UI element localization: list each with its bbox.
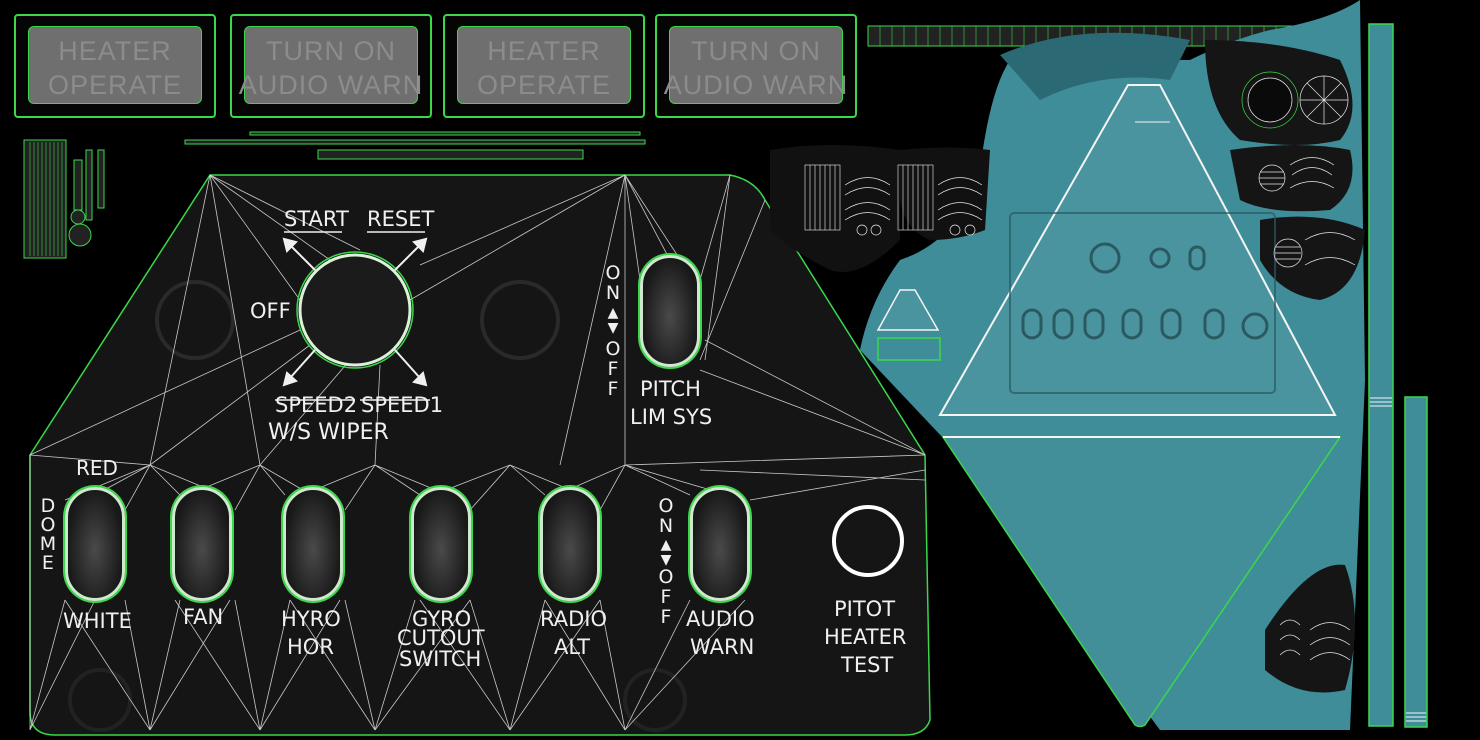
pitch-label-line2: LIM SYS: [630, 405, 713, 429]
up-down-arrow-icon: ▲▼: [660, 537, 672, 568]
annunciator-heater-operate-2: HEATER OPERATE: [443, 14, 645, 118]
annunciator-turn-on-audio-warn-1: TURN ON AUDIO WARN: [230, 14, 432, 118]
annunciator-line-1: HEATER: [487, 36, 601, 66]
pitch-lim-sys-toggle[interactable]: [640, 255, 700, 367]
gyro-cutout-toggle[interactable]: [411, 487, 471, 601]
annunciator-line-1: TURN ON: [691, 36, 821, 66]
wiper-speed2-label: SPEED2: [275, 393, 358, 417]
audio-label-line2: WARN: [690, 635, 755, 659]
audio-warn-toggle[interactable]: [690, 487, 750, 601]
annunciator-line-2: AUDIO WARN: [663, 70, 849, 100]
pitot-heater-test-button[interactable]: [834, 507, 902, 575]
radio-label-line2: ALT: [554, 635, 591, 659]
wiper-start-label: START: [284, 207, 349, 231]
audio-off-text: OFF: [654, 566, 677, 626]
audio-on-label: ON: [655, 495, 677, 535]
pitch-off-text: OFF: [601, 338, 624, 398]
pitot-label-line2: HEATER: [824, 625, 907, 649]
annunciator-turn-on-audio-warn-2: TURN ON AUDIO WARN: [655, 14, 857, 118]
hyro-label-line2: HOR: [287, 635, 334, 659]
gyro-label-line3: SWITCH: [399, 647, 482, 671]
pitch-off-label: OFF: [602, 338, 624, 398]
hyro-label-line1: HYRO: [281, 607, 341, 631]
fan-toggle[interactable]: [172, 487, 232, 601]
audio-off-label: OFF: [655, 566, 677, 626]
annunciator-line-1: TURN ON: [266, 36, 396, 66]
radio-alt-toggle[interactable]: [540, 487, 600, 601]
fan-label: FAN: [183, 605, 224, 629]
dome-side-text: DOME: [36, 495, 59, 571]
wiper-title: W/S WIPER: [268, 420, 389, 445]
dome-side-label: DOME: [36, 495, 59, 571]
audio-on-text: ON: [654, 495, 677, 535]
gyro-label-line2: CUTOUT: [397, 626, 485, 650]
annunciator-line-2: OPERATE: [476, 70, 612, 100]
annunciator-line-1: HEATER: [58, 36, 172, 66]
wiper-off-label: OFF: [250, 299, 291, 323]
pitch-on-label: ON: [602, 262, 624, 302]
audio-label-line1: AUDIO: [686, 607, 755, 631]
pitch-label-line1: PITCH: [640, 377, 701, 401]
dome-red-label: RED: [76, 456, 118, 480]
pitot-label-line3: TEST: [841, 653, 894, 677]
wiper-speed1-label: SPEED1: [361, 393, 444, 417]
radio-label-line1: RADIO: [540, 607, 607, 631]
annunciator-line-2: AUDIO WARN: [238, 70, 424, 100]
dome-light-toggle[interactable]: [65, 487, 125, 601]
up-down-arrow-icon: ▲▼: [607, 305, 619, 336]
annunciator-line-2: OPERATE: [47, 70, 183, 100]
pitot-label-line1: PITOT: [834, 597, 896, 621]
wiper-reset-label: RESET: [367, 207, 435, 231]
annunciator-heater-operate-1: HEATER OPERATE: [14, 14, 216, 118]
wiper-rotary-knob[interactable]: [300, 255, 410, 365]
dome-white-label: WHITE: [63, 609, 132, 633]
pitch-on-text: ON: [601, 262, 624, 302]
hyro-hor-toggle[interactable]: [283, 487, 343, 601]
gyro-label-line1: GYRO: [412, 607, 472, 631]
